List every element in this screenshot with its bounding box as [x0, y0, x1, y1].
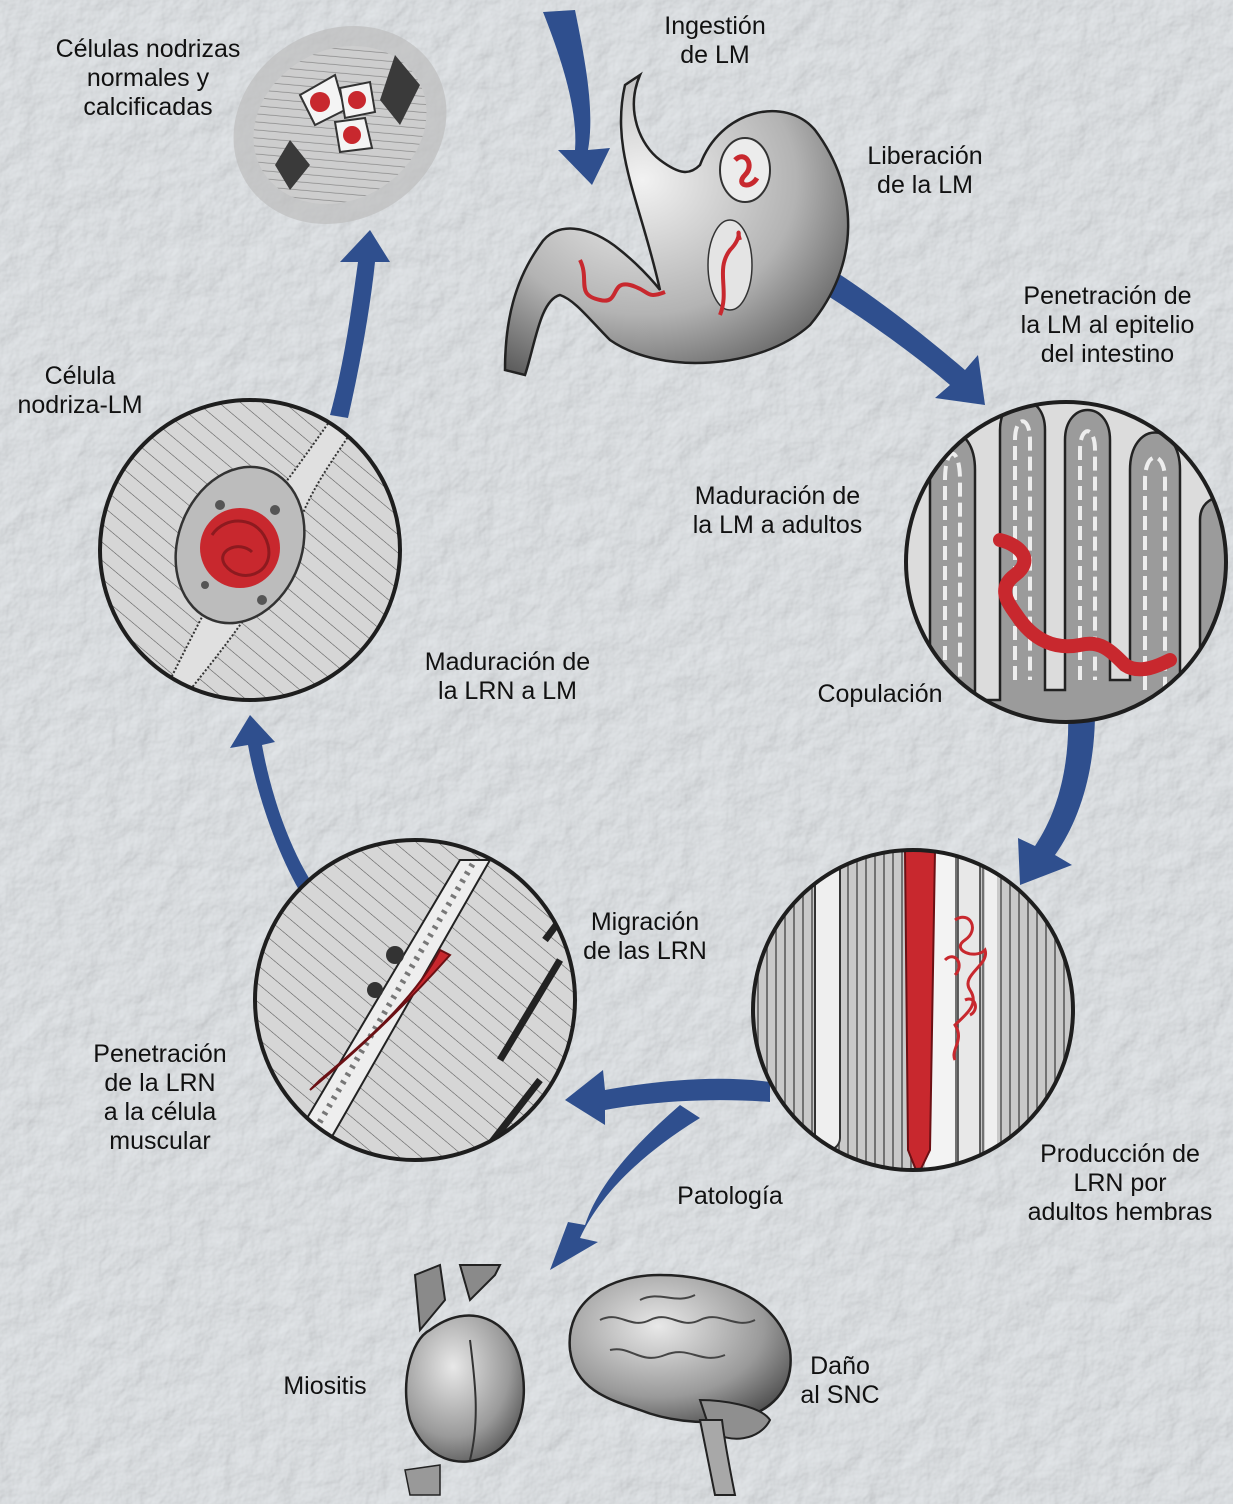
label-calcified-line1: Células nodrizas: [38, 35, 258, 64]
label-maturation-lrn-line2: la LRN a LM: [400, 677, 615, 706]
label-ingestion-line1: Ingestión: [660, 12, 770, 41]
label-maturation-lrn-line1: Maduración de: [400, 648, 615, 677]
heart-illustration: [405, 1265, 524, 1495]
label-cns-damage-line2: al SNC: [790, 1381, 890, 1410]
label-maturation-adults: Maduración de la LM a adultos: [675, 482, 880, 540]
label-migration-line2: de las LRN: [565, 937, 725, 966]
label-calcified-line2: normales y: [38, 64, 258, 93]
label-cns-damage-line1: Daño: [790, 1352, 890, 1381]
label-maturation-adults-line1: Maduración de: [675, 482, 880, 511]
label-myositis-line1: Miositis: [265, 1372, 385, 1401]
label-penetration-muscle-line4: muscular: [75, 1127, 245, 1156]
label-cns-damage: Daño al SNC: [790, 1352, 890, 1410]
label-penetration-muscle-line2: de la LRN: [75, 1069, 245, 1098]
label-ingestion-line2: de LM: [660, 41, 770, 70]
brain-illustration: [570, 1275, 791, 1495]
label-penetration-intestine-line3: del intestino: [1000, 340, 1215, 369]
label-production-line3: adultos hembras: [1010, 1198, 1230, 1227]
female-adult-illustration: [750, 850, 1080, 1180]
label-penetration-intestine: Penetración de la LM al epitelio del int…: [1000, 282, 1215, 369]
label-liberation-line2: de la LM: [855, 171, 995, 200]
label-calcified-line3: calcificadas: [38, 93, 258, 122]
label-liberation: Liberación de la LM: [855, 142, 995, 200]
label-production: Producción de LRN por adultos hembras: [1010, 1140, 1230, 1227]
label-production-line1: Producción de: [1010, 1140, 1230, 1169]
label-copulation: Copulación: [800, 680, 960, 709]
label-myositis: Miositis: [265, 1372, 385, 1401]
label-nurse-cell: Célula nodriza-LM: [5, 362, 155, 420]
label-copulation-line1: Copulación: [800, 680, 960, 709]
muscle-cell-illustration: [250, 840, 590, 1170]
label-maturation-adults-line2: la LM a adultos: [675, 511, 880, 540]
label-penetration-muscle-line1: Penetración: [75, 1040, 245, 1069]
label-maturation-lrn: Maduración de la LRN a LM: [400, 648, 615, 706]
arrow-stomach-to-intestine: [810, 268, 985, 405]
label-penetration-muscle: Penetración de la LRN a la célula muscul…: [75, 1040, 245, 1156]
arrow-ingestion: [543, 10, 610, 185]
label-penetration-muscle-line3: a la célula: [75, 1098, 245, 1127]
label-migration-line1: Migración: [565, 908, 725, 937]
arrow-nurse-to-calcified: [330, 230, 390, 418]
label-ingestion: Ingestión de LM: [660, 12, 770, 70]
label-pathology-line1: Patología: [660, 1182, 800, 1211]
label-migration: Migración de las LRN: [565, 908, 725, 966]
label-liberation-line1: Liberación: [855, 142, 995, 171]
label-nurse-cell-line1: Célula: [5, 362, 155, 391]
label-penetration-intestine-line2: la LM al epitelio: [1000, 311, 1215, 340]
label-calcified: Células nodrizas normales y calcificadas: [38, 35, 258, 122]
arrow-intestine-to-female: [1018, 712, 1095, 885]
stomach-illustration: [505, 75, 848, 375]
arrow-muscle-to-nurse-cell: [230, 715, 318, 900]
nurse-cell-illustration: [100, 400, 400, 700]
label-production-line2: LRN por: [1010, 1169, 1230, 1198]
label-penetration-intestine-line1: Penetración de: [1000, 282, 1215, 311]
label-nurse-cell-line2: nodriza-LM: [5, 391, 155, 420]
label-pathology: Patología: [660, 1182, 800, 1211]
